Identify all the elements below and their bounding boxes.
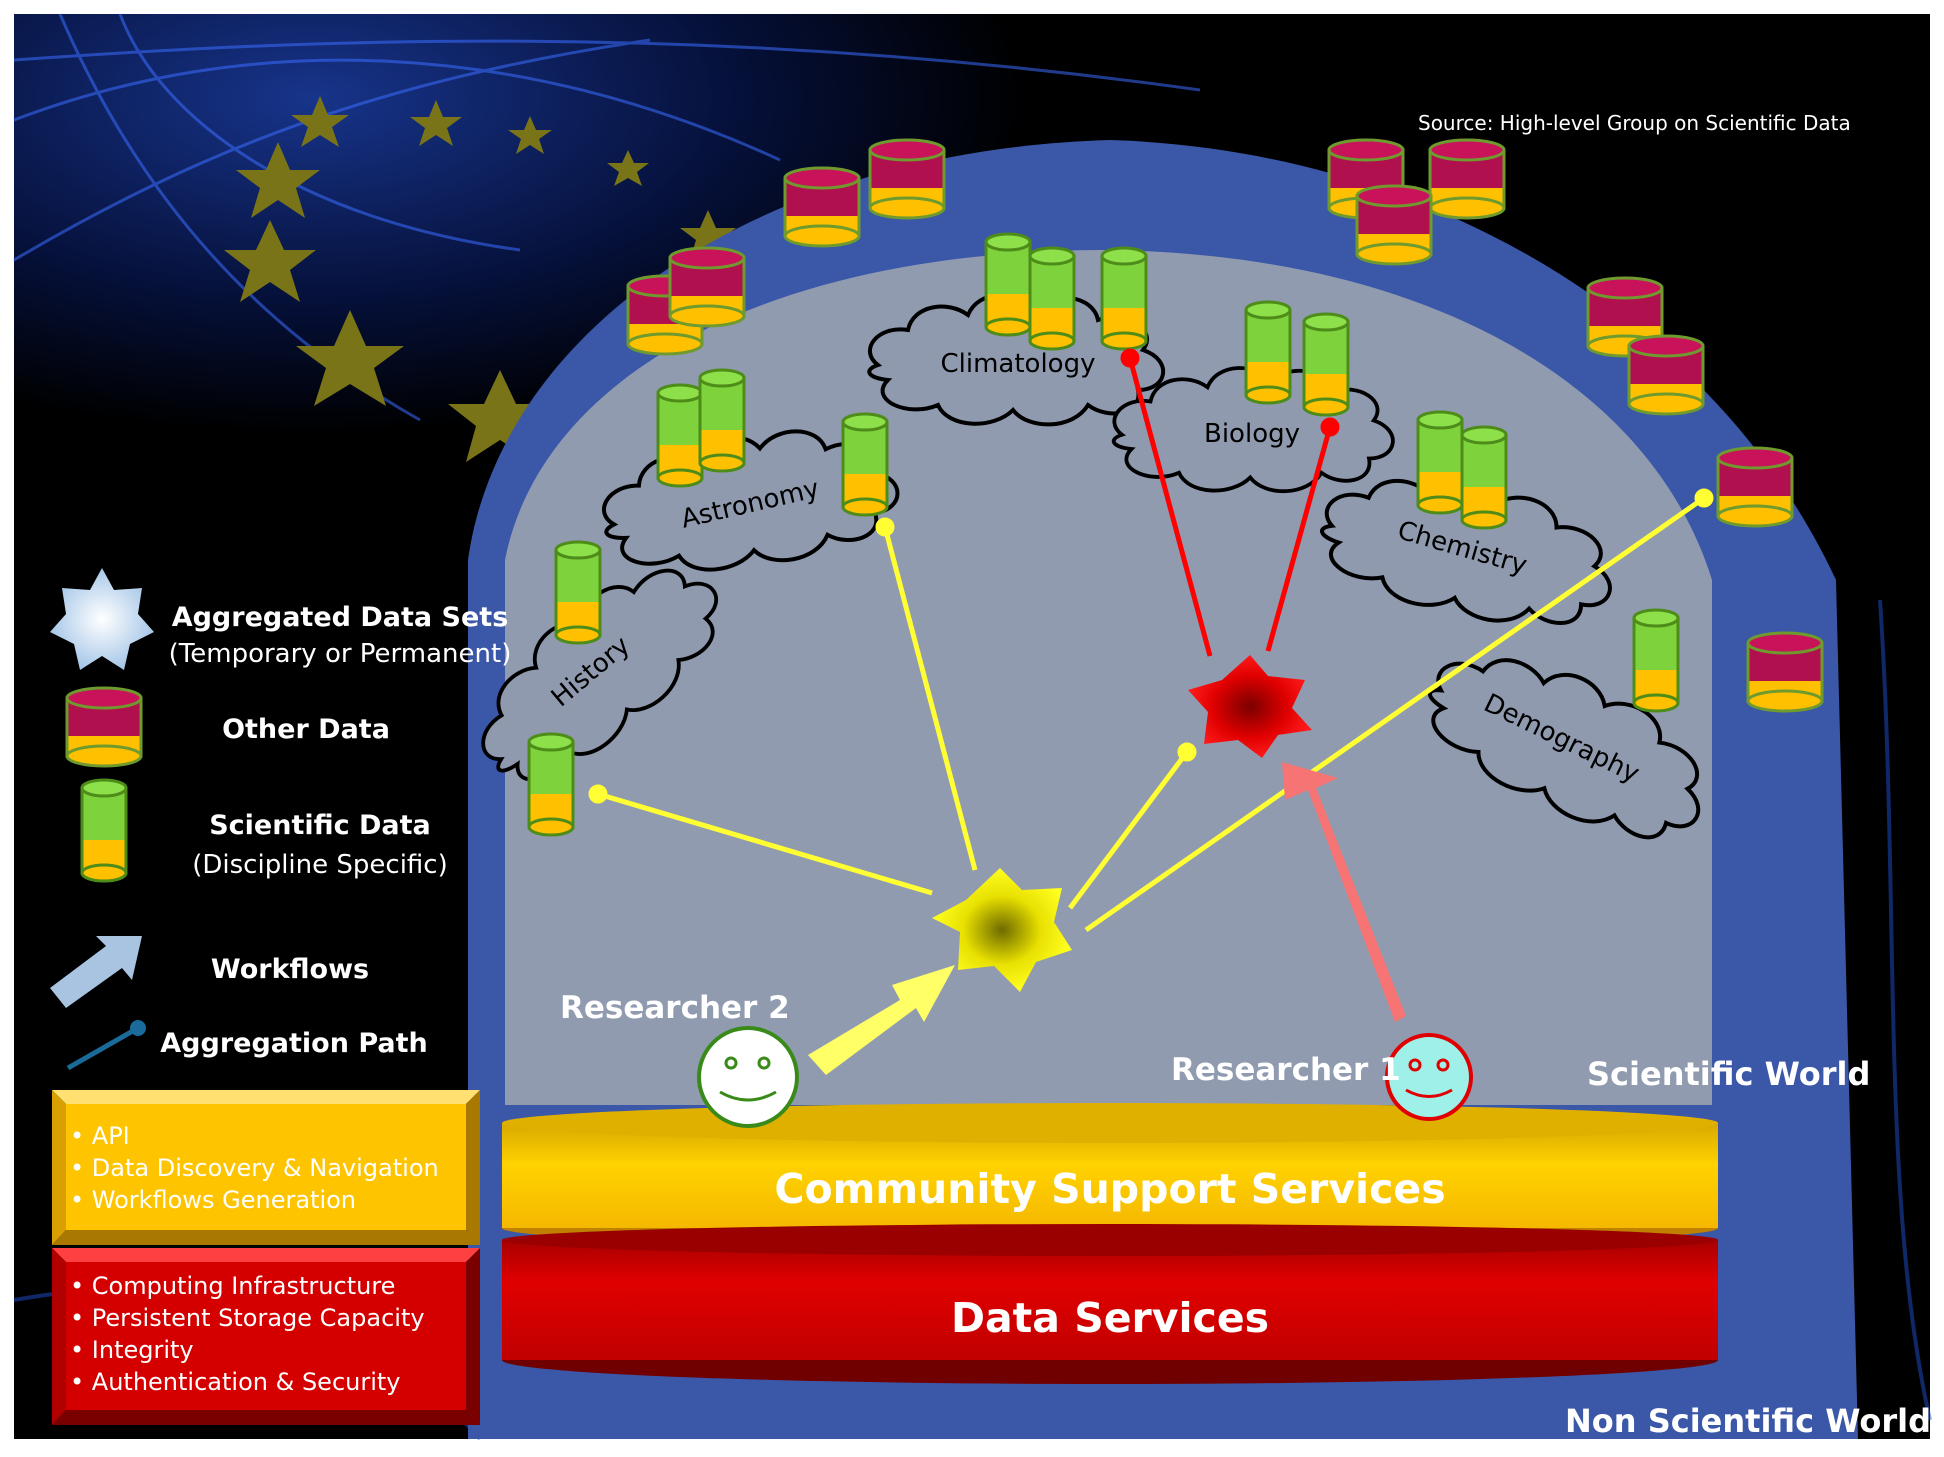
legend-aggregated-title: Aggregated Data Sets [172,602,509,633]
legend-other-data: Other Data [222,714,390,745]
aggregation-path-legend-icon [66,1025,140,1071]
scientific-data-icon [527,732,575,837]
scientific-data-icon [698,368,746,473]
community-item: • API [70,1122,130,1150]
workflow-arrow-red [1282,762,1406,1022]
other-data-icon [1716,446,1794,528]
scientific-world-label: Scientific World [1587,1055,1870,1093]
scientific-data-legend-icon [80,778,128,883]
scientific-data-icon [554,540,602,645]
scientific-data-icon [841,412,889,517]
researcher-1-label: Researcher 1 [1171,1052,1401,1088]
data-service-item: • Persistent Storage Capacity [70,1304,425,1332]
legend-workflows: Workflows [211,954,369,985]
discipline-climatology: Climatology [941,349,1096,379]
data-service-item: • Integrity [70,1336,194,1364]
yellow-aggregation-paths [588,488,1714,933]
scientific-data-icon [984,232,1032,337]
other-data-icon [1627,334,1705,416]
researcher-2-face [697,1026,799,1128]
other-data-icon [1355,184,1433,266]
legend-aggregation-path: Aggregation Path [160,1028,427,1059]
researcher-1-face [1385,1033,1473,1121]
legend-scientific-subtitle: (Discipline Specific) [192,850,447,880]
community-item: • Workflows Generation [70,1186,357,1214]
scientific-data-icon [1632,608,1680,713]
legend: Aggregated Data Sets (Temporary or Perma… [50,568,512,1071]
data-services-layer [502,1224,1718,1384]
community-support-list: • API • Data Discovery & Navigation • Wo… [70,1120,439,1216]
data-service-item: • Authentication & Security [70,1368,401,1396]
researcher-2-label: Researcher 2 [560,990,790,1026]
aggregated-data-star-yellow [932,868,1072,992]
scientific-data-icon [1100,246,1148,351]
aggregated-data-star-red [1188,655,1312,758]
non-scientific-world-label: Non Scientific World [1565,1402,1931,1440]
other-data-icon [868,138,946,220]
scientific-data-icon [1416,410,1464,515]
other-data-legend-icon [65,686,143,768]
data-services-box [52,1248,480,1425]
scientific-data-icon [1302,312,1350,417]
red-aggregation-paths [1120,348,1340,657]
data-service-item: • Computing Infrastructure [70,1272,396,1300]
aggregated-data-sets-icon [50,568,154,670]
community-support-label: Community Support Services [774,1165,1445,1213]
data-services-label: Data Services [951,1294,1269,1342]
other-data-icon [668,246,746,328]
community-support-box [52,1090,480,1245]
other-data-icon [783,166,861,248]
scientific-data-icon [1244,300,1292,405]
other-data-icon [1746,631,1824,713]
workflow-arrow-yellow [808,965,955,1075]
scientific-data-icon [656,383,704,488]
source-label: Source: High-level Group on Scientific D… [1418,111,1851,135]
legend-scientific-title: Scientific Data [209,810,431,841]
scientific-data-icon [1028,246,1076,351]
community-item: • Data Discovery & Navigation [70,1154,439,1182]
discipline-biology: Biology [1204,419,1300,449]
scientific-data-icon [1460,425,1508,530]
data-services-list: • Computing Infrastructure • Persistent … [70,1270,425,1398]
legend-aggregated-subtitle: (Temporary or Permanent) [169,639,512,669]
workflow-legend-icon [50,936,142,1008]
other-data-icon [1428,138,1506,220]
